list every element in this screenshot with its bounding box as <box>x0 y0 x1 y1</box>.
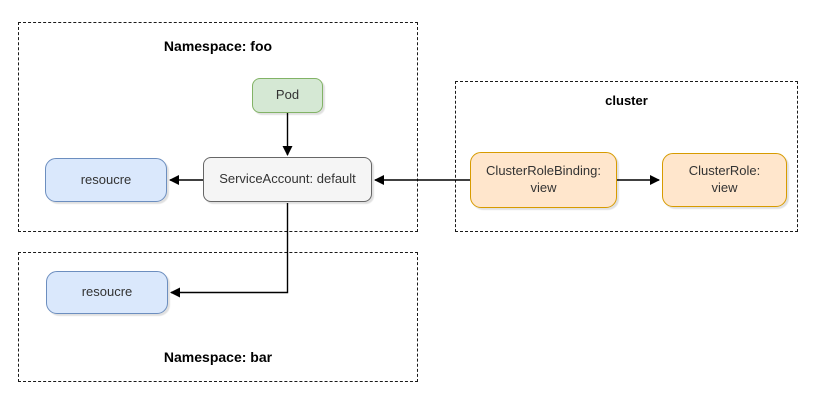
node-clusterrole-view: ClusterRole: view <box>662 153 787 207</box>
node-pod: Pod <box>252 78 323 113</box>
container-cluster <box>455 81 798 232</box>
cluster-title: cluster <box>605 93 648 108</box>
node-clusterrolebinding-view: ClusterRoleBinding: view <box>470 152 617 208</box>
node-serviceaccount-default: ServiceAccount: default <box>203 157 372 202</box>
node-resource-bar: resoucre <box>46 271 168 314</box>
namespace-bar-title: Namespace: bar <box>163 349 273 365</box>
node-resource-foo: resoucre <box>45 158 167 202</box>
namespace-foo-title: Namespace: foo <box>163 38 273 54</box>
